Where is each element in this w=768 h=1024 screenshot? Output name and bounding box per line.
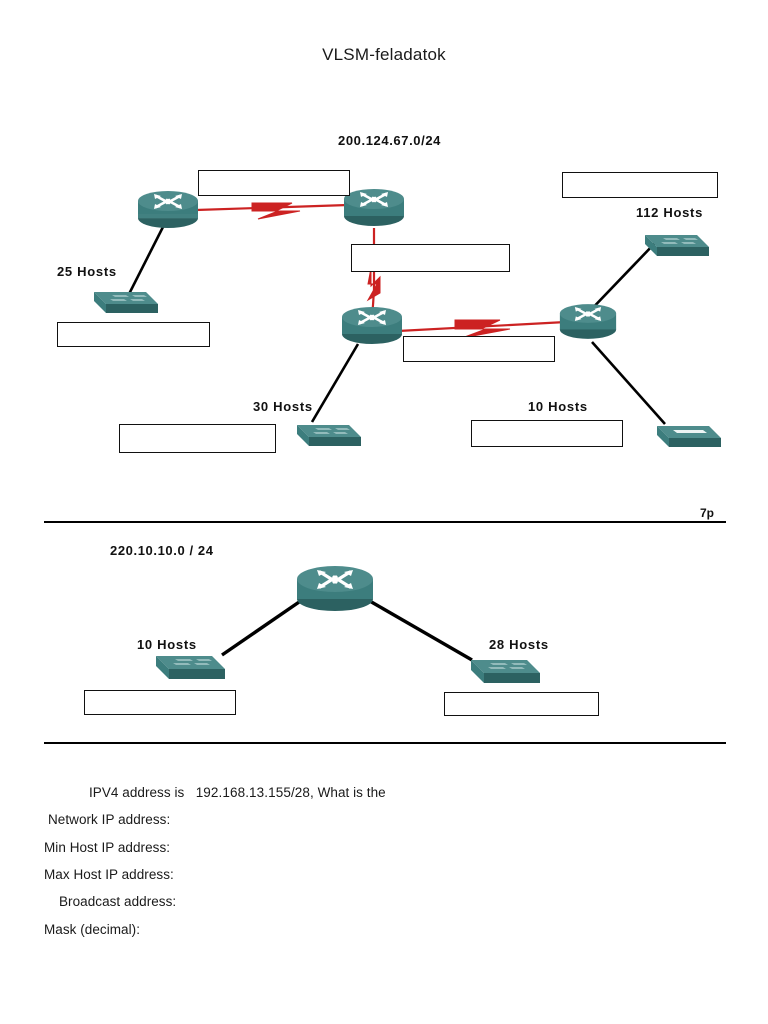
exercise2-host-label-10-hosts: 10 Hosts [137, 637, 197, 652]
exercise3-prompt-prefix: IPV4 address is [89, 785, 185, 800]
divider-rule-2 [44, 742, 726, 744]
host-label-112-hosts: 112 Hosts [636, 205, 704, 220]
host-label-10-hosts: 10 Hosts [528, 399, 588, 414]
exercise2-host-label-28-hosts: 28 Hosts [489, 637, 549, 652]
switch-10-hosts[interactable] [643, 416, 723, 454]
exercise2-router-center[interactable] [295, 562, 375, 614]
question-max-host-ip-address: Max Host IP address: [44, 867, 174, 882]
page-title: VLSM-feladatok [322, 45, 446, 64]
exercise3-prompt: IPV4 address is 192.168.13.155/28, What … [89, 785, 386, 800]
host-label-25-hosts: 25 Hosts [57, 264, 117, 279]
exercise1-points: 7p [700, 506, 715, 520]
exercise2-answer-box-10-hosts-lan[interactable] [84, 690, 236, 715]
exercise3-prompt-suffix: , What is the [310, 785, 386, 800]
router-2[interactable] [342, 186, 406, 228]
exercise1-network-label: 200.124.67.0/24 [338, 133, 441, 148]
question-mask-decimal: Mask (decimal): [44, 922, 141, 937]
answer-box-10-hosts-lan[interactable] [471, 420, 623, 447]
exercise2-switch-10-hosts[interactable] [142, 648, 228, 688]
switch-112-hosts[interactable] [631, 225, 711, 263]
exercise2-network-label: 220.10.10.0 / 24 [110, 543, 214, 558]
answer-box-r3-r4-serial[interactable] [403, 336, 555, 362]
question-broadcast-address: Broadcast address: [59, 894, 177, 909]
answer-box-25-hosts-lan[interactable] [57, 322, 210, 347]
switch-30-hosts[interactable] [283, 415, 363, 453]
exercise3-prompt-ip: 192.168.13.155/28 [195, 785, 311, 800]
router-4[interactable] [558, 300, 618, 342]
exercise2-answer-box-28-hosts-lan[interactable] [444, 692, 599, 716]
router-1[interactable] [136, 188, 200, 230]
host-label-30-hosts: 30 Hosts [253, 399, 313, 414]
answer-box-r1-r2-serial[interactable] [198, 170, 350, 196]
question-network-ip-address: Network IP address: [48, 812, 171, 827]
answer-box-top-right-lan[interactable] [562, 172, 718, 198]
switch-25-hosts[interactable] [80, 282, 160, 320]
router-3[interactable] [340, 304, 404, 346]
answer-box-30-hosts-lan[interactable] [119, 424, 276, 453]
divider-rule-1 [44, 521, 726, 523]
exercise2-switch-28-hosts[interactable] [457, 652, 543, 692]
answer-box-r2-r3-serial[interactable] [351, 244, 510, 272]
question-min-host-ip-address: Min Host IP address: [44, 840, 171, 855]
